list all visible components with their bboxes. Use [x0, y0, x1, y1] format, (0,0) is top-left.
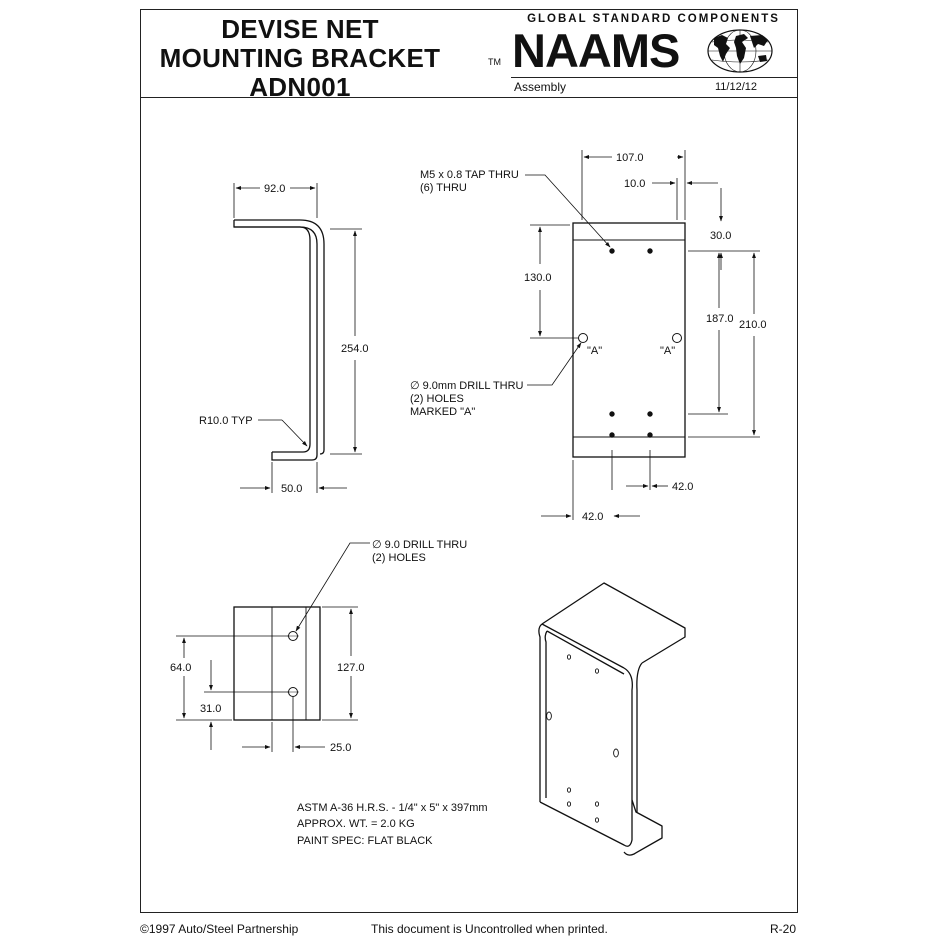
- isometric-holes: [546, 654, 619, 823]
- footer-notice: This document is Uncontrolled when print…: [371, 922, 608, 936]
- drawing-title: DEVISE NET MOUNTING BRACKET ADN001: [140, 15, 460, 102]
- front-dim-bottom-left: 42.0: [582, 511, 603, 523]
- title-line-2: MOUNTING BRACKET: [159, 43, 441, 73]
- isometric-view: [538, 582, 686, 856]
- side-view: [233, 219, 325, 461]
- drawing-sheet-border: [140, 9, 798, 913]
- drill-note-line-3: MARKED "A": [410, 406, 475, 418]
- front-dim-edge: 10.0: [624, 178, 645, 190]
- footer-page-number: R-20: [770, 922, 797, 936]
- tap-hole: [609, 248, 615, 254]
- tap-hole: [647, 432, 653, 438]
- front-plate: [572, 222, 686, 458]
- front-view-dimensions: [525, 150, 760, 520]
- drill-hole-a: [578, 333, 588, 343]
- bottom-plate: [233, 606, 321, 721]
- bottom-dim-127: 127.0: [337, 662, 365, 674]
- side-dim-top: 92.0: [264, 183, 285, 195]
- paint-note: PAINT SPEC: FLAT BLACK: [297, 835, 433, 847]
- bottom-view-dimensions: [176, 542, 370, 752]
- side-dim-bottom: 50.0: [281, 483, 302, 495]
- drawing-category: Assembly: [514, 80, 567, 94]
- trademark-mark: TM: [488, 57, 501, 67]
- front-dim-width: 107.0: [616, 152, 644, 164]
- bottom-dim-25: 25.0: [330, 742, 351, 754]
- front-holes: [578, 248, 682, 438]
- side-profile-inner: [234, 219, 325, 455]
- title-line-3: ADN001: [249, 72, 351, 102]
- title-block: DEVISE NET MOUNTING BRACKET ADN001 TM GL…: [140, 9, 798, 102]
- drill-note-line-2: (2) HOLES: [410, 393, 464, 405]
- tap-hole: [609, 432, 615, 438]
- front-dim-total: 210.0: [739, 319, 767, 331]
- bottom-dim-31: 31.0: [200, 703, 221, 715]
- front-dim-top-offset: 30.0: [710, 230, 731, 242]
- tap-hole: [609, 411, 615, 417]
- side-dim-height: 254.0: [341, 343, 369, 355]
- material-note: ASTM A-36 H.R.S. - 1/4" x 5" x 397mm: [297, 802, 488, 814]
- tap-note-line-2: (6) THRU: [420, 182, 467, 194]
- brand-tagline: GLOBAL STANDARD COMPONENTS: [527, 13, 780, 25]
- title-line-1: DEVISE NET: [221, 14, 379, 44]
- side-profile-inner-2: [234, 226, 311, 453]
- tap-note-line-1: M5 x 0.8 TAP THRU: [420, 169, 519, 181]
- side-view-dimensions: [233, 183, 362, 493]
- bottom-dim-64: 64.0: [170, 662, 191, 674]
- front-dim-upper: 130.0: [524, 272, 552, 284]
- title-sub-rule: [511, 77, 798, 78]
- tap-hole: [647, 411, 653, 417]
- bottom-drill-note-line-2: (2) HOLES: [372, 552, 426, 564]
- bottom-drill-note-line-1: ∅ 9.0 DRILL THRU: [372, 539, 467, 551]
- brand-logo: NAAMS: [512, 24, 680, 77]
- globe-icon: [707, 29, 773, 73]
- weight-note: APPROX. WT. = 2.0 KG: [297, 818, 415, 830]
- hole-mark-left: "A": [587, 345, 602, 357]
- drill-hole-a: [672, 333, 682, 343]
- side-radius-note: R10.0 TYP: [199, 415, 253, 427]
- bottom-view: [233, 606, 321, 721]
- drill-note-line-1: ∅ 9.0mm DRILL THRU: [410, 380, 524, 392]
- front-view: [572, 222, 686, 458]
- footer-copyright: ©1997 Auto/Steel Partnership: [140, 922, 299, 936]
- hole-mark-right: "A": [660, 345, 675, 357]
- tap-hole: [647, 248, 653, 254]
- front-dim-bottom-right: 42.0: [672, 481, 693, 493]
- drawing-date: 11/12/12: [715, 81, 758, 93]
- front-dim-mid: 187.0: [706, 313, 734, 325]
